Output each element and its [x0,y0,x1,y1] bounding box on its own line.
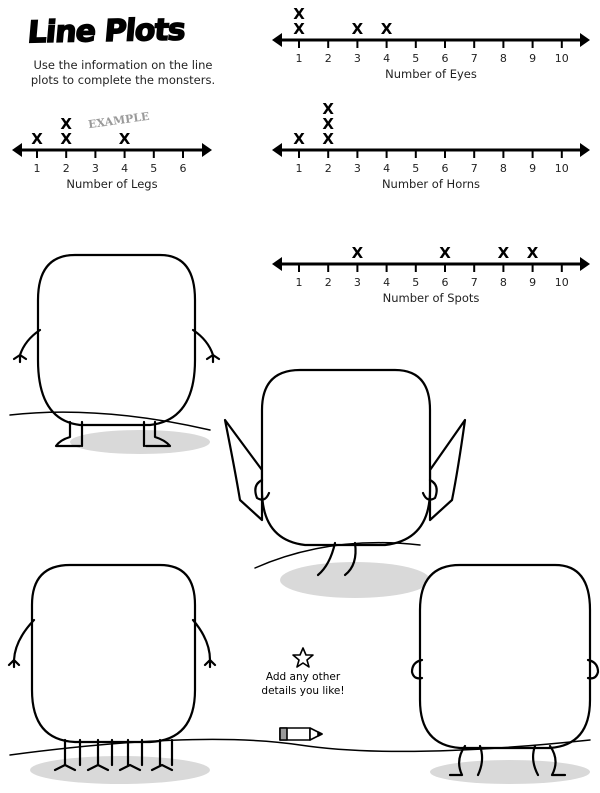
spots-x-mark: X [498,244,510,262]
horns-tick-label: 3 [354,162,361,175]
spots-tick-label: 2 [325,276,332,289]
spots-tick-label: 6 [442,276,449,289]
horns-x-mark: X [322,130,334,148]
eyes-x-mark: X [381,20,393,38]
legs-tick-label: 3 [92,162,99,175]
horns-tick-label: 10 [555,162,569,175]
horns-tick-label: 9 [529,162,536,175]
eyes-tick-label: 2 [325,52,332,65]
eyes-tick-label: 10 [555,52,569,65]
legs-tick-label: 6 [180,162,187,175]
horns-tick-label: 6 [442,162,449,175]
horns-arrow-right-icon [580,143,590,157]
eyes-x-mark: X [352,20,364,38]
horns-tick-label: 8 [500,162,507,175]
monster-1 [9,253,221,448]
pencil-icon [279,727,323,741]
horns-tick-label: 2 [325,162,332,175]
horns-tick-label: 4 [383,162,390,175]
legs-arrow-left-icon [12,143,22,157]
eyes-x-mark: X [293,5,305,23]
eyes-arrow-left-icon [272,33,282,47]
horns-axis-label: Number of Horns [382,177,480,191]
legs-tick-label: 4 [121,162,128,175]
spots-tick-label: 1 [296,276,303,289]
eyes-tick-label: 6 [442,52,449,65]
horns-x-mark: X [322,100,334,118]
legs-tick-label: 2 [63,162,70,175]
star-icon [292,647,314,668]
instructions: Use the information on the line plots to… [30,58,216,87]
extra-details-note: Add any other details you like! [261,671,345,697]
eyes-tick-label: 3 [354,52,361,65]
legs-x-mark: X [60,130,72,148]
spots-arrow-left-icon [272,257,282,271]
spots-tick-label: 10 [555,276,569,289]
spots-tick-label: 5 [412,276,419,289]
spots-arrow-right-icon [580,257,590,271]
legs-x-mark: X [31,130,43,148]
spots-tick-label: 8 [500,276,507,289]
eyes-arrow-right-icon [580,33,590,47]
horns-tick-label: 5 [412,162,419,175]
spots-x-mark: X [352,244,364,262]
spots-tick-label: 7 [471,276,478,289]
legs-arrow-right-icon [202,143,212,157]
eyes-tick-label: 4 [383,52,390,65]
monster-4 [410,563,600,777]
eyes-tick-label: 8 [500,52,507,65]
monster-2 [223,368,467,577]
spots-x-mark: X [439,244,451,262]
eyes-tick-label: 9 [529,52,536,65]
legs-tick-label: 1 [34,162,41,175]
horns-arrow-left-icon [272,143,282,157]
legs-axis-label: Number of Legs [66,177,157,191]
eyes-axis-label: Number of Eyes [385,67,477,81]
legs-x-mark: X [60,115,72,133]
horns-tick-label: 1 [296,162,303,175]
eyes-tick-label: 7 [471,52,478,65]
spots-x-mark: X [527,244,539,262]
eyes-tick-label: 1 [296,52,303,65]
horns-x-mark: X [293,130,305,148]
eyes-tick-label: 5 [412,52,419,65]
horns-x-mark: X [322,115,334,133]
legs-tick-label: 5 [150,162,157,175]
horns-tick-label: 7 [471,162,478,175]
legs-x-mark: X [119,130,131,148]
spots-axis-label: Number of Spots [383,291,480,305]
spots-tick-label: 9 [529,276,536,289]
spots-tick-label: 3 [354,276,361,289]
eyes-x-mark: X [293,20,305,38]
spots-tick-label: 4 [383,276,390,289]
